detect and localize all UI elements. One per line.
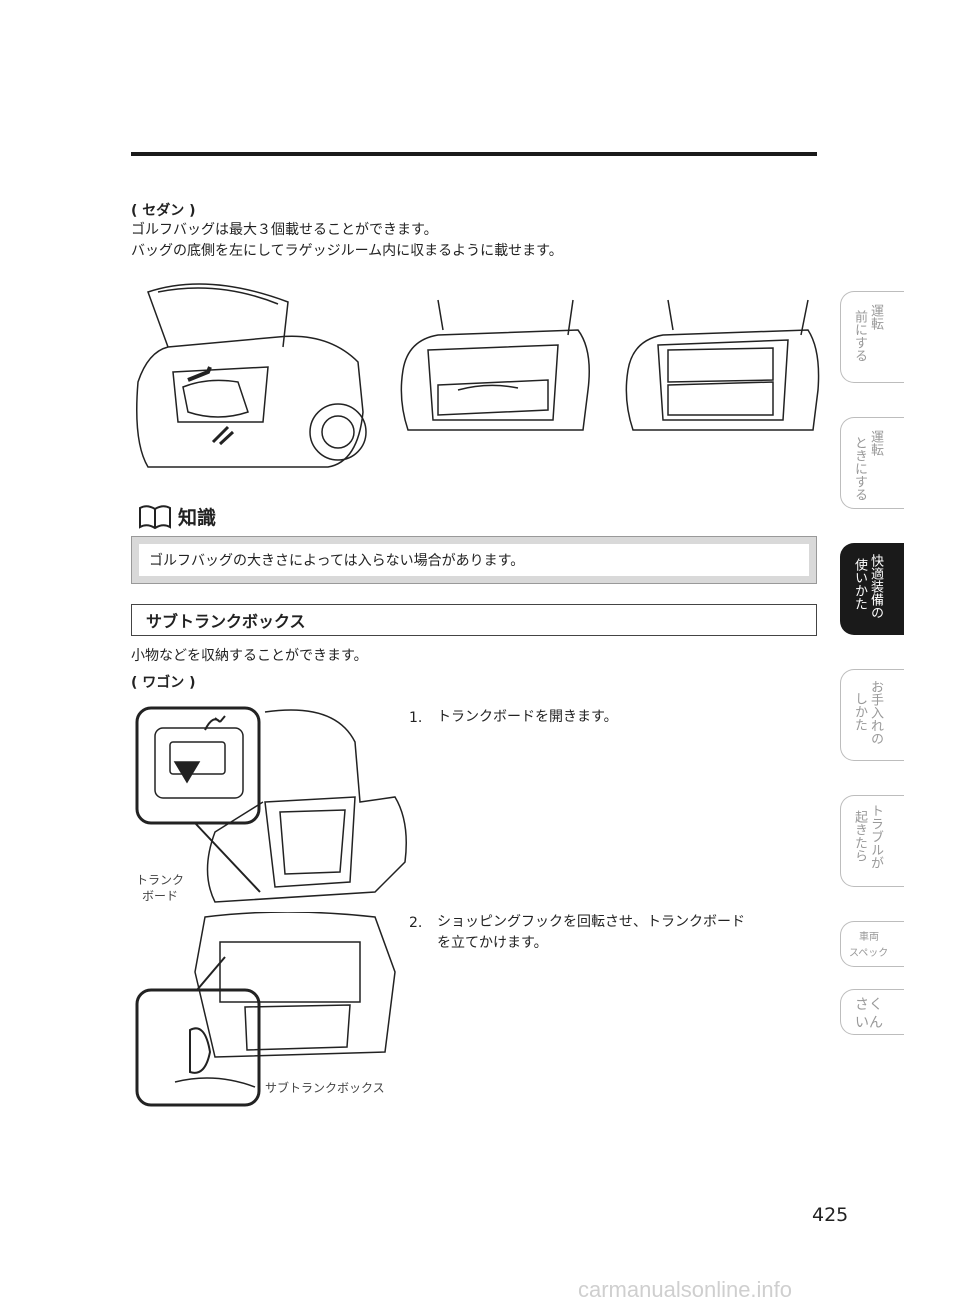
open-book-icon: [139, 504, 171, 529]
sub-trunk-intro: 小物などを収納することができます。: [131, 648, 368, 664]
note-label: 知識: [178, 507, 217, 529]
tab-specifications[interactable]: 車両 スペック: [840, 921, 904, 967]
sedan-trunk-open-illustration: [136, 283, 367, 468]
label-sub-trunk-box: サブトランクボックス: [265, 1081, 385, 1095]
note-box: ゴルフバッグの大きさによっては入らない場合があります。: [131, 536, 817, 584]
sedan-title: ( セダン ): [131, 203, 196, 219]
tab-before-driving[interactable]: 運転 前にする: [840, 291, 904, 383]
label-trunk-board-line2: ボード: [142, 889, 179, 903]
header-rule: [131, 152, 817, 156]
note-text: ゴルフバッグの大きさによっては入らない場合があります。: [139, 544, 809, 576]
step-1-number: 1.: [409, 710, 423, 726]
section-heading: サブトランクボックス: [131, 604, 817, 636]
label-trunk-board-line1: トランク: [136, 873, 185, 887]
wagon-title: ( ワゴン ): [131, 675, 196, 691]
page-number: 425: [812, 1204, 849, 1226]
wagon-trunk-board-illustration: [135, 706, 407, 903]
sedan-trunk-bags-illustration-2: [625, 299, 820, 431]
tab-comfort-equipment[interactable]: 快適装備の 使いかた: [840, 543, 904, 635]
step-2-number: 2.: [409, 915, 423, 931]
tab-maintenance[interactable]: お手入れの しかた: [840, 669, 904, 761]
wagon-shopping-hook-illustration: [135, 912, 396, 1107]
step-2-line-2: を立てかけます。: [437, 935, 548, 951]
step-2-line-1: ショッピングフックを回転させ、トランクボード: [437, 914, 745, 930]
step-1-text: トランクボードを開きます。: [437, 709, 618, 725]
sedan-line-2: バッグの底側を左にしてラゲッジルーム内に収まるように載せます。: [131, 243, 563, 259]
tab-while-driving[interactable]: 運転 ときにする: [840, 417, 904, 509]
tab-index[interactable]: さく いん: [840, 989, 904, 1035]
sedan-line-1: ゴルフバッグは最大３個載せることができます。: [131, 222, 438, 238]
note-header: 知識: [138, 503, 216, 530]
watermark: carmanualsonline.info: [578, 1277, 793, 1302]
tab-troubleshooting[interactable]: トラブルが 起きたら: [840, 795, 904, 887]
sedan-trunk-bags-illustration-1: [400, 299, 590, 431]
